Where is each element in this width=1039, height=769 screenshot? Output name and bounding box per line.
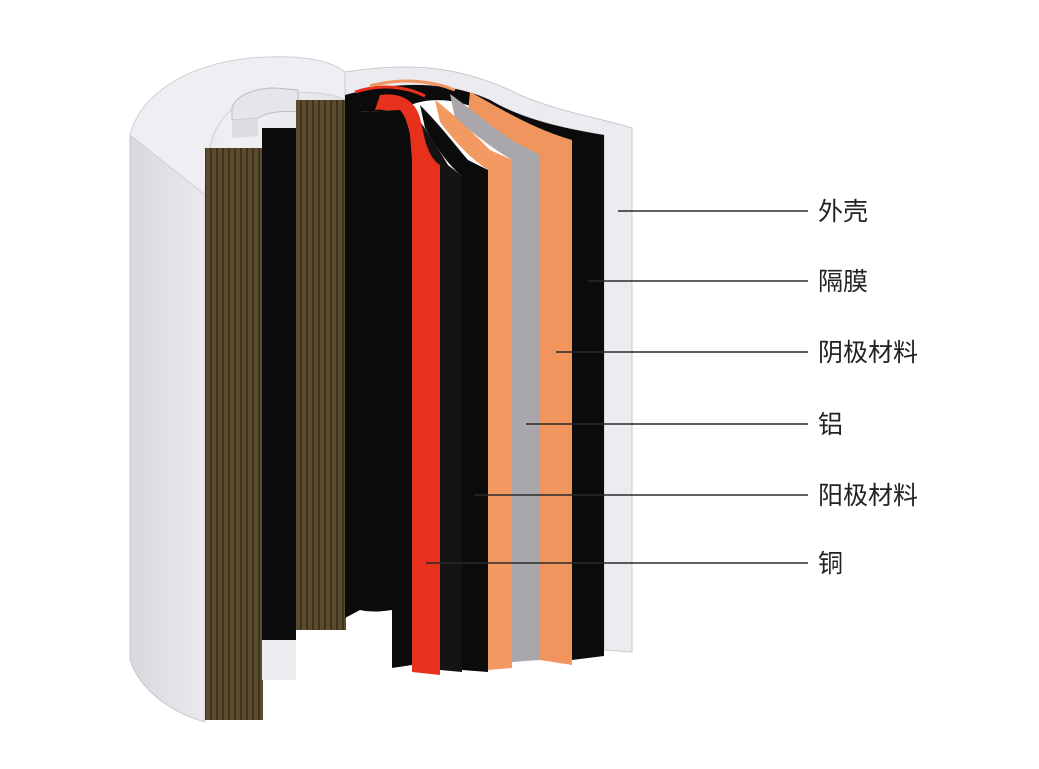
labels: 外壳 隔膜 阴极材料 铝 阳极材料 铜 (818, 197, 918, 578)
label-anode-material: 阳极材料 (818, 481, 918, 510)
unrolled-layers (344, 66, 633, 676)
layer-separator-inner (420, 105, 488, 672)
layer-copper (375, 94, 440, 676)
cylinder-shell (129, 56, 346, 723)
label-cathode-material: 阴极材料 (818, 338, 918, 367)
layer-separator-inner-2 (412, 110, 462, 672)
layer-top-edge-cathode (369, 79, 456, 92)
layer-separator-outer (345, 84, 604, 660)
label-aluminum: 铝 (818, 410, 843, 439)
layer-aluminum (450, 94, 540, 662)
layer-cathode-outer (468, 92, 572, 665)
layer-top-edge-copper (354, 85, 426, 98)
leader-lines (426, 210, 808, 564)
winding-left (205, 100, 346, 720)
label-separator: 隔膜 (818, 267, 868, 296)
label-shell: 外壳 (818, 197, 868, 226)
core-hole-rim (232, 118, 258, 138)
winding-outer-band (205, 148, 263, 720)
label-copper: 铜 (818, 549, 843, 578)
layer-inner-tab (360, 110, 412, 668)
winding-dark-core (262, 128, 296, 640)
winding-inner-band (296, 100, 346, 630)
core-bottom-opening (262, 640, 296, 680)
layer-cathode-inner (435, 100, 512, 670)
